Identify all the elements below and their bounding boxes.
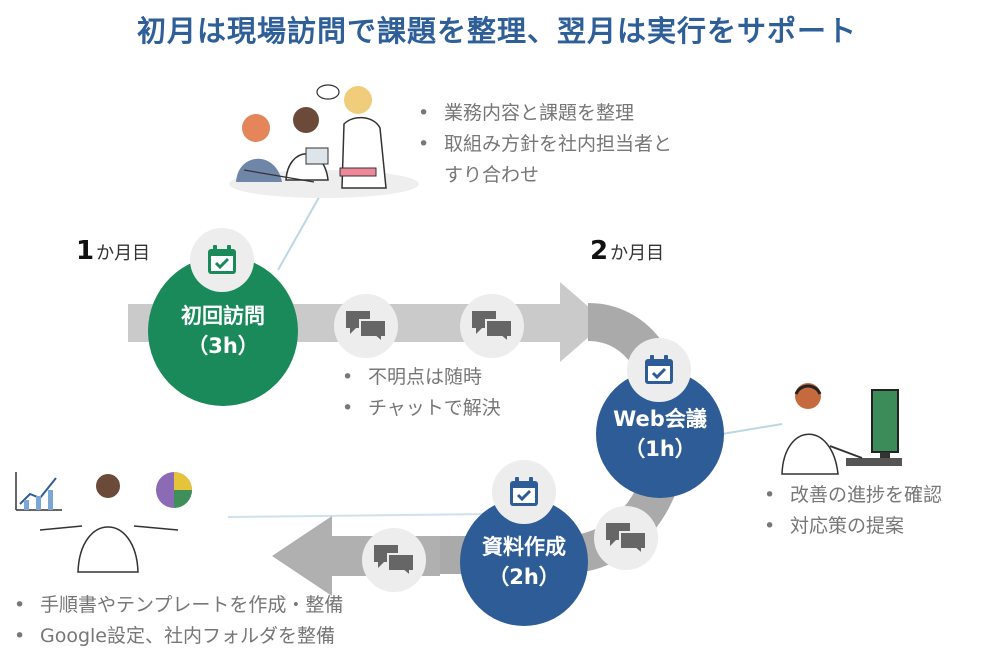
month-number: 2	[590, 236, 609, 266]
chat-bubbles-icon	[606, 523, 647, 556]
calendar-badge-docs	[492, 460, 556, 524]
calendar-badge-visit	[190, 228, 254, 292]
list-item: すり合わせ	[444, 164, 540, 186]
list-item: チャットで解決	[338, 393, 501, 424]
step-duration: （3h）	[187, 334, 259, 358]
chat-badge	[362, 528, 426, 592]
list-item: 手順書やテンプレートを作成・整備	[10, 590, 343, 621]
calendar-check-icon	[645, 355, 673, 384]
chat-bubbles-icon	[472, 311, 513, 344]
page-title: 初月は現場訪問で課題を整理、翌月は実行をサポート	[136, 14, 857, 48]
list-item: 取組み方針を社内担当者と	[414, 129, 672, 160]
step-duration: （1h）	[624, 437, 696, 461]
connector-line-web	[721, 423, 783, 435]
list-item: 改善の進捗を確認	[760, 480, 942, 511]
connector-line-visit	[277, 191, 323, 271]
list-item: 不明点は随時	[338, 362, 501, 393]
step-duration: （2h）	[488, 565, 560, 589]
connector-line-docs	[227, 513, 495, 518]
chat-bullets: 不明点は随時 チャットで解決	[338, 362, 501, 424]
calendar-check-icon	[510, 477, 538, 506]
chat-bubbles-icon	[346, 311, 387, 344]
month-number: 1	[76, 236, 95, 266]
chat-bubbles-icon	[374, 545, 415, 578]
calendar-check-icon	[208, 245, 236, 274]
list-item: 対応策の提案	[760, 511, 942, 542]
visit-bullets: 業務内容と課題を整理 取組み方針を社内担当者と すり合わせ	[414, 98, 672, 191]
month-suffix: か月目	[610, 243, 665, 264]
web-bullets: 改善の進捗を確認 対応策の提案	[760, 480, 942, 542]
month-suffix: か月目	[96, 243, 151, 264]
calendar-badge-web	[627, 338, 691, 402]
step-label: 初回訪問	[181, 304, 265, 328]
chat-badge	[594, 506, 658, 570]
step-label: 資料作成	[482, 535, 566, 559]
step-visit-circle: 初回訪問 （3h）	[148, 256, 298, 406]
headset-operator-illustration	[781, 383, 902, 475]
step-label: Web会議	[613, 407, 707, 431]
chat-badge	[334, 294, 398, 358]
chat-badge	[460, 294, 524, 358]
meeting-people-illustration	[229, 84, 419, 198]
list-item: Google設定、社内フォルダを整備	[10, 621, 343, 652]
presenter-charts-illustration	[15, 472, 192, 573]
list-item: 業務内容と課題を整理	[414, 98, 672, 129]
docs-bullets: 手順書やテンプレートを作成・整備 Google設定、社内フォルダを整備	[10, 590, 343, 652]
